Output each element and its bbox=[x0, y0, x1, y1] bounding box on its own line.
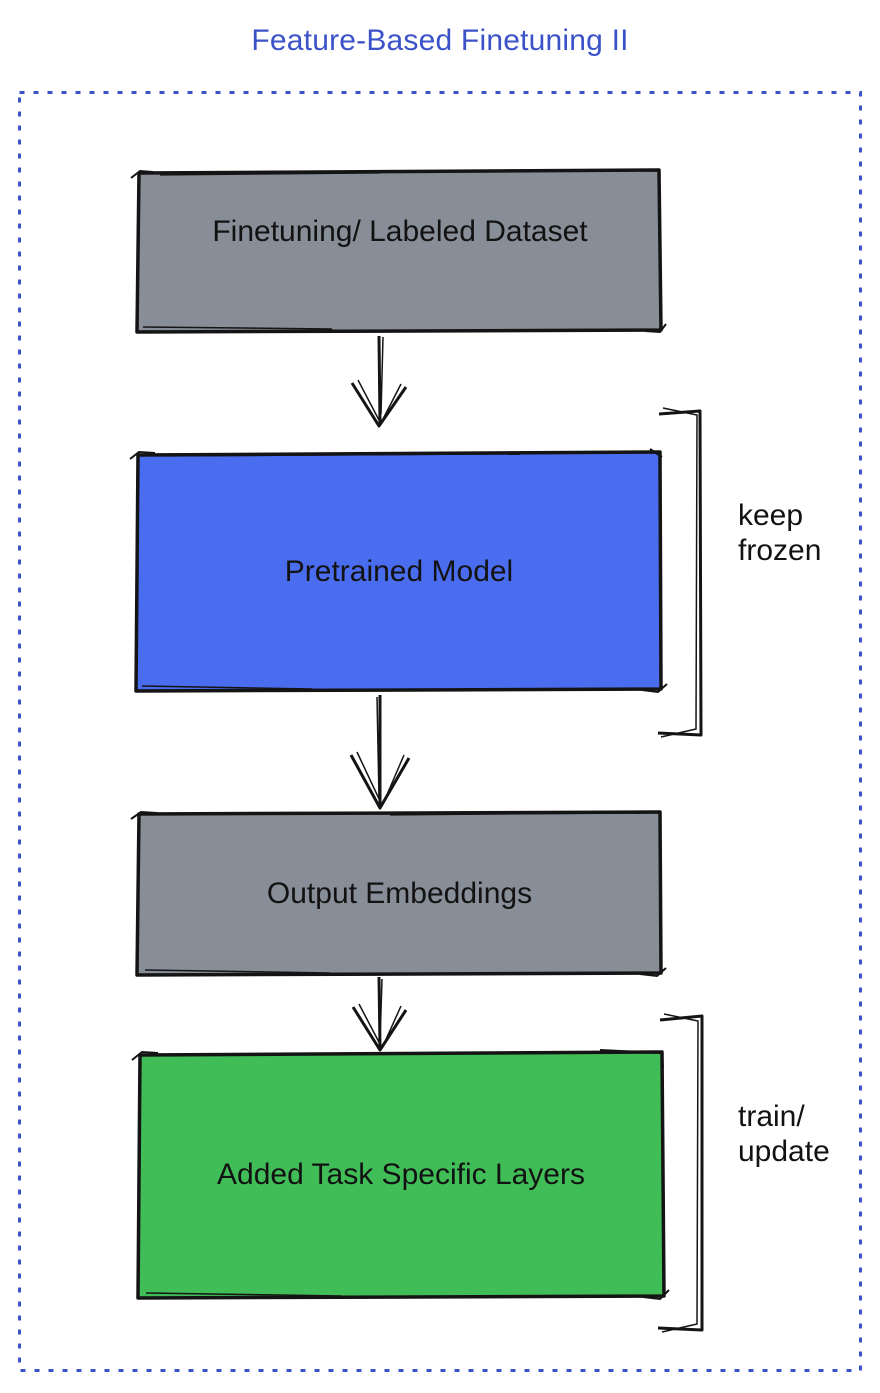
dotted-border bbox=[18, 91, 862, 1372]
output-embeddings-box bbox=[130, 810, 667, 978]
arrow-dataset-to-model bbox=[350, 335, 408, 428]
arrow-model-to-embeddings bbox=[349, 695, 411, 810]
diagram-title: Feature-Based Finetuning II bbox=[251, 24, 629, 57]
pretrained-model-box bbox=[129, 448, 668, 694]
train-update-bracket bbox=[657, 1013, 704, 1333]
added-task-layers-box bbox=[131, 1049, 670, 1301]
arrow-embeddings-to-layers bbox=[351, 976, 408, 1052]
keep-frozen-bracket bbox=[657, 407, 703, 738]
finetuning-dataset-box bbox=[130, 168, 667, 334]
